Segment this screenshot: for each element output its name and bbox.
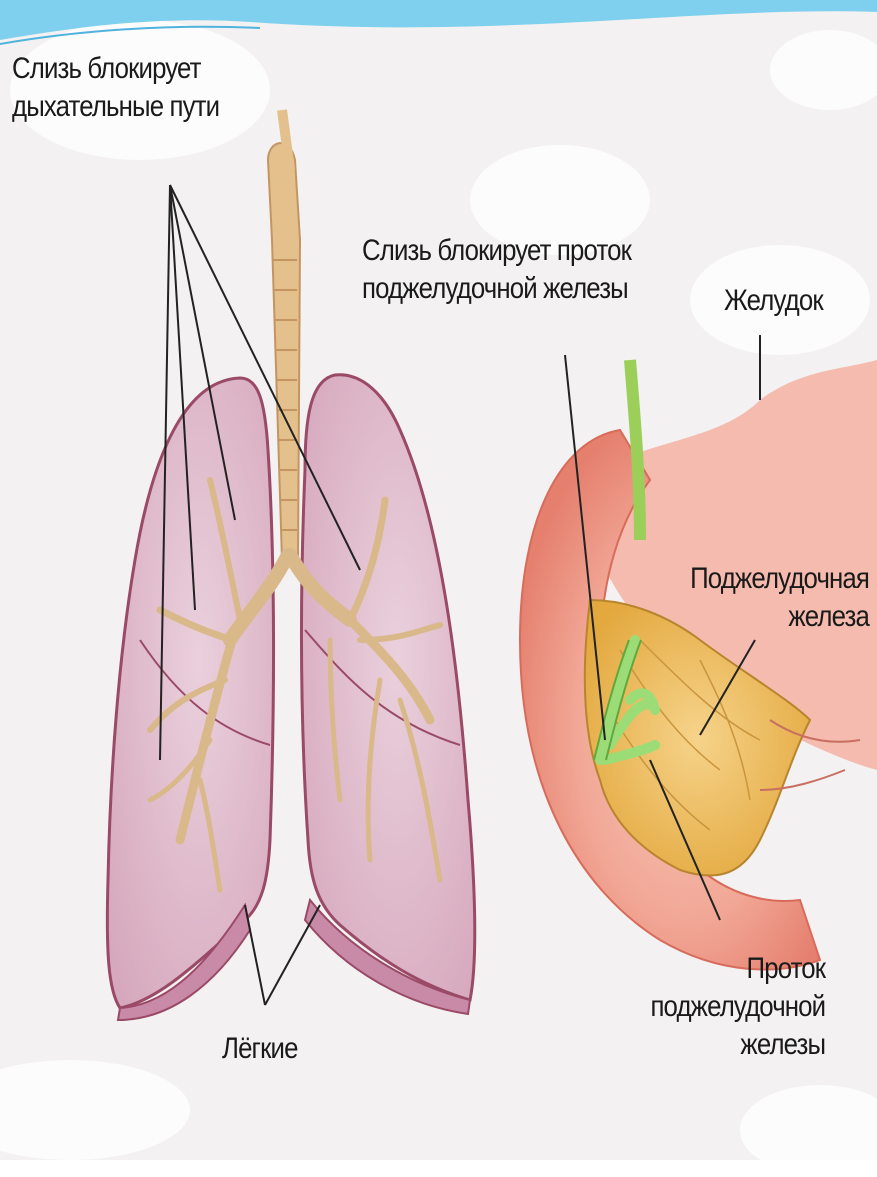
label-mucus-duct: Слизь блокирует проток поджелудочной жел… [362,232,631,308]
label-pancreas-line2: железа [690,598,869,636]
label-airways: Слизь блокирует дыхательные пути [12,50,219,126]
label-mucus-duct-line1: Слизь блокирует проток [362,232,631,270]
label-pancreatic-duct-line1: Проток [650,950,825,988]
label-stomach: Желудок [724,282,823,320]
label-pancreas: Поджелудочная железа [690,560,869,636]
label-lungs-text: Лёгкие [222,1030,298,1068]
label-lungs: Лёгкие [222,1030,298,1068]
label-pancreas-line1: Поджелудочная [690,560,869,598]
bottom-frame [0,1160,877,1172]
label-mucus-duct-line2: поджелудочной железы [362,270,631,308]
label-pancreatic-duct: Проток поджелудочной железы [650,950,825,1064]
label-stomach-text: Желудок [724,282,823,320]
label-pancreatic-duct-line3: железы [650,1026,825,1064]
label-pancreatic-duct-line2: поджелудочной [650,988,825,1026]
label-airways-line1: Слизь блокирует [12,50,219,88]
label-airways-line2: дыхательные пути [12,88,219,126]
